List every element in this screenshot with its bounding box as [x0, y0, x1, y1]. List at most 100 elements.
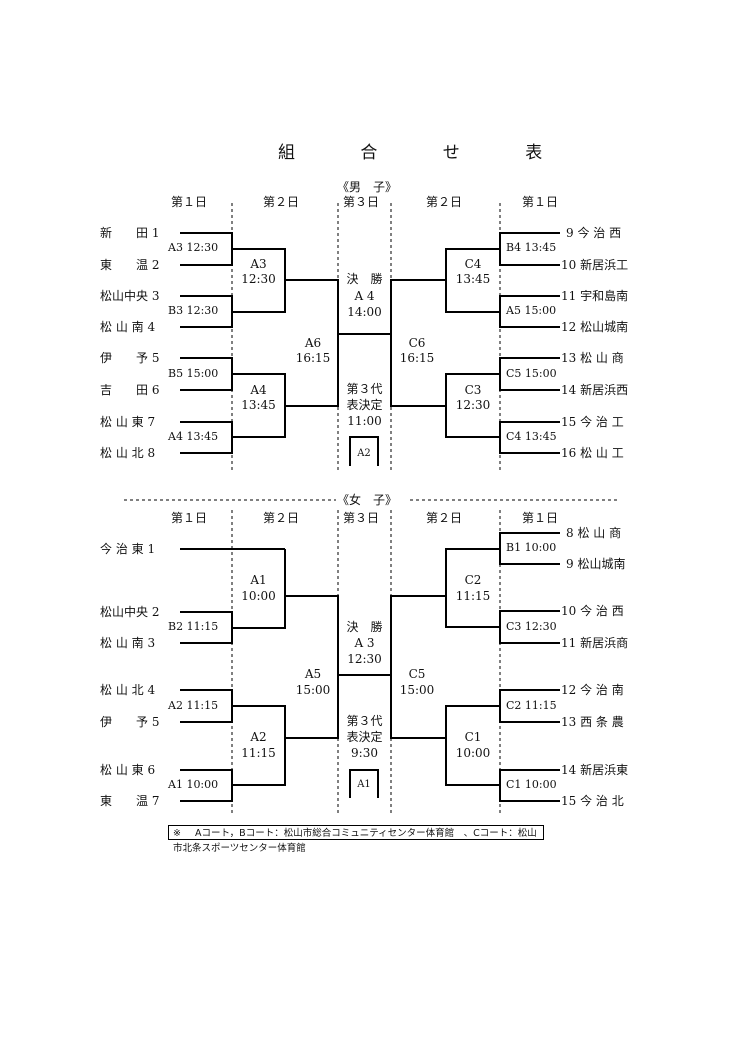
- match-time: 15:00: [295, 683, 331, 697]
- men-team: 吉 田 6: [100, 383, 160, 397]
- men-team: 東 温 2: [100, 258, 160, 272]
- women-team: 13 西 条 農: [561, 715, 624, 729]
- court-note: ※Aコート，Bコート：松山市総合コミュニティセンター体育館 、Cコート：松山市北…: [168, 825, 544, 854]
- match-label: B1 10:00: [506, 541, 557, 554]
- match-label: C5 15:00: [506, 367, 557, 380]
- women-team: 12 今 治 南: [561, 683, 624, 697]
- men-team: 10 新居浜工: [561, 258, 629, 272]
- women-team: 10 今 治 西: [561, 604, 624, 618]
- page-title: 組 合 せ 表: [278, 143, 573, 163]
- third-label: 表決定: [346, 730, 383, 744]
- men-section-label: 《男 子》: [337, 180, 398, 194]
- women-section-label: 《女 子》: [337, 493, 398, 507]
- women-header-day1-right: 第１日: [522, 511, 559, 525]
- match-label: C3: [464, 383, 482, 397]
- match-label: C4: [464, 257, 482, 271]
- match-label: B3 12:30: [168, 304, 219, 317]
- women-team: 今 治 東 1: [100, 542, 156, 556]
- women-team: 15 今 治 北: [561, 794, 624, 808]
- match-label: C1 10:00: [506, 778, 557, 791]
- match-label: A5: [304, 667, 322, 681]
- match-time: 16:15: [399, 351, 435, 365]
- women-header-day1-left: 第１日: [171, 511, 208, 525]
- final-time: 14:00: [347, 305, 382, 319]
- women-team: 8 松 山 商: [566, 526, 622, 540]
- men-header-day1-left: 第１日: [171, 195, 208, 209]
- match-label: A4: [250, 383, 267, 397]
- match-time: 12:30: [241, 272, 276, 286]
- men-team: 伊 予 5: [100, 351, 160, 365]
- women-team: 14 新居浜東: [561, 763, 629, 777]
- women-team: 松 山 南 3: [100, 636, 156, 650]
- women-team: 松 山 北 4: [100, 683, 156, 697]
- match-label: B4 13:45: [506, 241, 557, 254]
- match-time: 10:00: [455, 746, 491, 760]
- third-court: A2: [357, 448, 371, 459]
- match-label: B2 11:15: [168, 620, 219, 633]
- third-label: 第３代: [346, 382, 383, 396]
- men-team: 15 今 治 工: [561, 415, 624, 429]
- match-label: A2 11:15: [168, 699, 219, 712]
- third-time: 11:00: [347, 414, 382, 428]
- third-court: A1: [357, 779, 371, 790]
- match-label: A1: [250, 573, 267, 587]
- men-team: 松 山 東 7: [100, 415, 156, 429]
- women-team: 松 山 東 6: [100, 763, 156, 777]
- match-label: C2: [464, 573, 482, 587]
- men-team: 9 今 治 西: [566, 226, 622, 240]
- match-label: A2: [250, 730, 267, 744]
- match-time: 15:00: [399, 683, 435, 697]
- men-team: 11 宇和島南: [561, 289, 629, 303]
- match-time: 13:45: [455, 272, 491, 286]
- match-label: C1: [464, 730, 482, 744]
- final-court: A 4: [354, 289, 375, 303]
- women-header-day2-left: 第２日: [263, 511, 300, 525]
- match-label: C2 11:15: [506, 699, 557, 712]
- match-label: A3 12:30: [168, 241, 219, 254]
- final-time: 12:30: [347, 652, 382, 666]
- men-header-day3: 第３日: [343, 195, 380, 209]
- men-header-day1-right: 第１日: [522, 195, 559, 209]
- note-text: Aコート，Bコート：松山市総合コミュニティセンター体育館 、Cコート：松山市北条…: [173, 828, 537, 854]
- match-label: C5: [408, 667, 426, 681]
- match-label: A5 15:00: [506, 304, 557, 317]
- men-team: 松山中央 3: [100, 289, 160, 303]
- final-label: 決 勝: [346, 272, 383, 286]
- women-header-day3: 第３日: [343, 511, 380, 525]
- match-label: A4 13:45: [168, 430, 219, 443]
- match-time: 13:45: [241, 398, 276, 412]
- men-team: 松 山 北 8: [100, 446, 156, 460]
- men-team: 松 山 南 4: [100, 320, 156, 334]
- women-header-day2-right: 第２日: [426, 511, 463, 525]
- note-mark: ※: [173, 828, 181, 839]
- match-time: 11:15: [455, 589, 491, 603]
- third-time: 9:30: [351, 746, 378, 760]
- men-team: 16 松 山 工: [561, 446, 624, 460]
- match-time: 11:15: [241, 746, 276, 760]
- women-team: 東 温 7: [100, 794, 160, 808]
- match-label: A6: [304, 336, 322, 350]
- men-team: 新 田 1: [100, 226, 160, 240]
- third-label: 第３代: [346, 714, 383, 728]
- men-team: 14 新居浜西: [561, 383, 629, 397]
- match-label: A3: [250, 257, 267, 271]
- match-label: C6: [408, 336, 426, 350]
- match-time: 16:15: [295, 351, 331, 365]
- final-label: 決 勝: [346, 620, 383, 634]
- match-time: 12:30: [455, 398, 491, 412]
- women-team: 松山中央 2: [100, 605, 160, 619]
- final-court: A 3: [354, 636, 375, 650]
- men-team: 12 松山城南: [561, 320, 629, 334]
- women-team: 9 松山城南: [566, 557, 626, 571]
- women-team: 伊 予 5: [100, 715, 160, 729]
- match-label: B5 15:00: [168, 367, 219, 380]
- men-team: 13 松 山 商: [561, 351, 624, 365]
- third-label: 表決定: [346, 398, 383, 412]
- match-label: C4 13:45: [506, 430, 557, 443]
- men-header-day2-left: 第２日: [263, 195, 300, 209]
- men-header-day2-right: 第２日: [426, 195, 463, 209]
- match-label: A1 10:00: [168, 778, 219, 791]
- match-label: C3 12:30: [506, 620, 557, 633]
